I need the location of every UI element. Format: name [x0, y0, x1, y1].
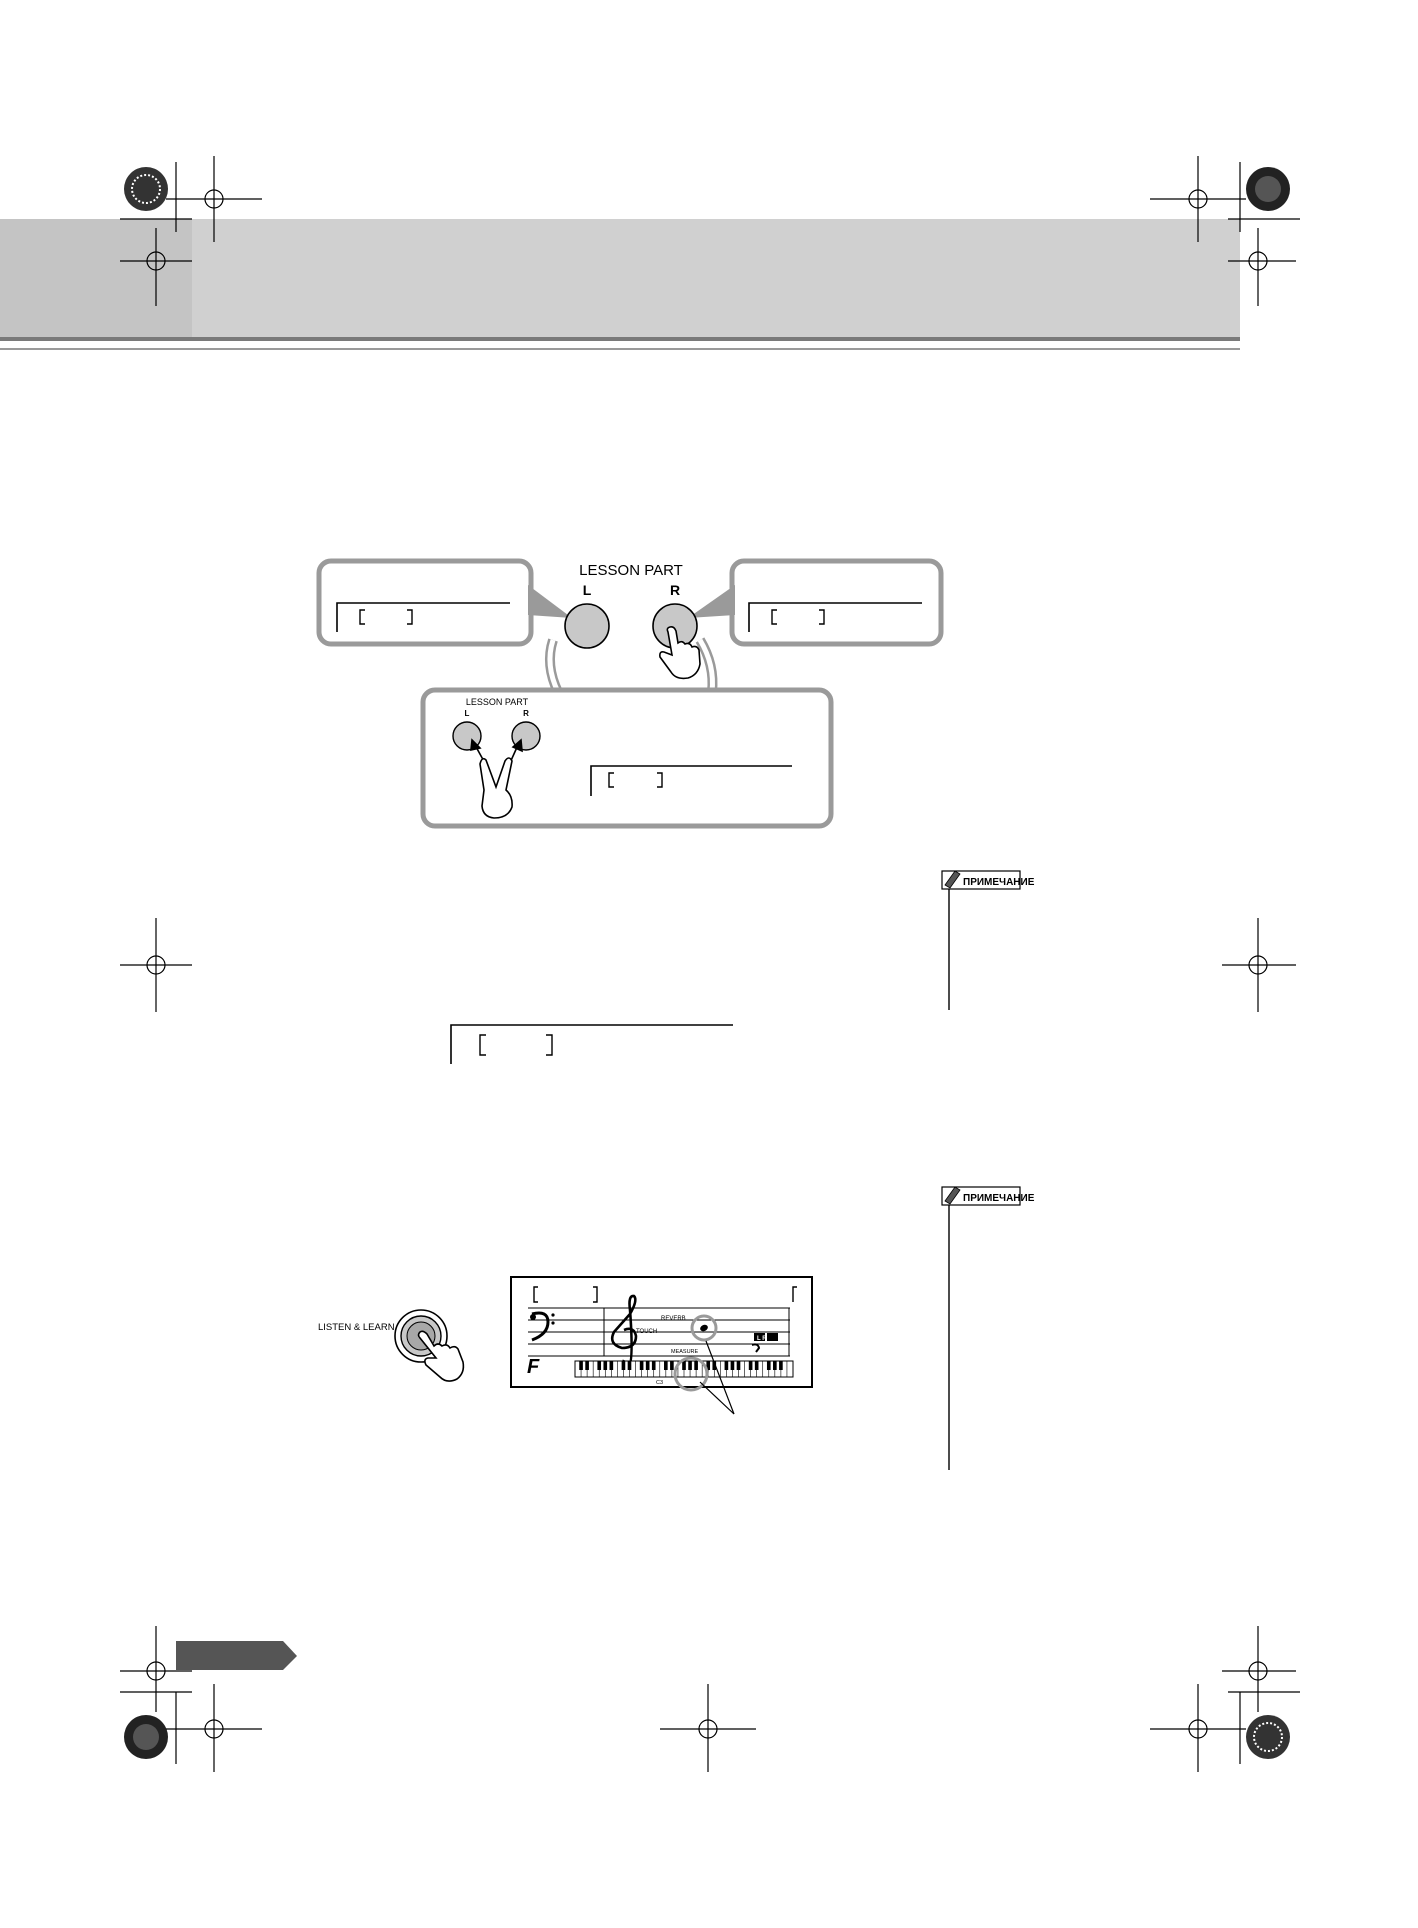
- two-finger-press-icon: [470, 738, 523, 819]
- kb-black-key: [682, 1361, 686, 1370]
- lcd-display: REVERB TOUCH MEASURE L R F C3: [510, 1276, 813, 1392]
- kb-black-key: [609, 1361, 614, 1370]
- kb-black-key: [670, 1361, 674, 1370]
- lcd-f-symbol: F: [527, 1356, 540, 1378]
- finger-press-icon: [659, 626, 701, 680]
- left-small-label: L: [465, 709, 470, 718]
- bass-clef-icon: [530, 1311, 555, 1342]
- lcd-keyboard: [574, 1360, 794, 1378]
- lesson-part-diagram: LESSON PART L R LESSON PART L R: [316, 558, 944, 829]
- kb-black-key: [579, 1361, 583, 1370]
- right-part-label: R: [670, 582, 680, 598]
- kb-black-key: [597, 1361, 602, 1370]
- note-label-1: ПРИМЕЧАНИЕ: [963, 877, 1035, 888]
- kb-black-key: [706, 1361, 711, 1370]
- kb-black-key: [603, 1361, 608, 1370]
- listen-learn-group: LISTEN & LEARN: [318, 1309, 465, 1382]
- kb-black-key: [766, 1361, 771, 1370]
- kb-black-key: [627, 1361, 632, 1370]
- note-badge-1: ПРИМЕЧАНИЕ: [941, 870, 1035, 1010]
- kb-black-key: [724, 1361, 729, 1370]
- kb-black-key: [645, 1361, 650, 1370]
- header-band: [0, 219, 1240, 350]
- note-badge-2: ПРИМЕЧАНИЕ: [941, 1186, 1035, 1470]
- kb-black-key: [651, 1361, 656, 1370]
- kb-black-key: [585, 1361, 589, 1370]
- lesson-part-small-label: LESSON PART: [466, 697, 529, 707]
- pencil-note-icon: [944, 1186, 961, 1205]
- lesson-part-label: LESSON PART: [579, 562, 683, 579]
- display-placeholder: [450, 1024, 733, 1064]
- staff-lines: [528, 1307, 790, 1357]
- lesson-left-button[interactable]: [564, 603, 610, 649]
- lcd-measure: MEASURE: [671, 1349, 699, 1355]
- kb-black-key: [664, 1361, 668, 1370]
- note-label-2: ПРИМЕЧАНИЕ: [963, 1193, 1035, 1204]
- kb-black-key: [712, 1361, 717, 1370]
- kb-black-key: [779, 1361, 783, 1370]
- left-part-label: L: [583, 582, 592, 598]
- kb-black-key: [688, 1361, 692, 1370]
- kb-black-key: [773, 1361, 777, 1370]
- listen-learn-label: LISTEN & LEARN: [318, 1322, 395, 1333]
- pencil-note-icon: [944, 870, 961, 889]
- pointer-lines: [699, 1340, 735, 1415]
- lcd-lr: L R: [757, 1336, 767, 1342]
- kb-black-key: [730, 1361, 735, 1370]
- lcd-touch: TOUCH: [636, 1329, 657, 1335]
- page-tab: [176, 1641, 297, 1670]
- registration-mark: [124, 167, 1290, 1759]
- lcd-c3: C3: [656, 1380, 663, 1386]
- kb-black-key: [694, 1361, 698, 1370]
- kb-black-key: [621, 1361, 626, 1370]
- kb-black-key: [639, 1361, 644, 1370]
- kb-black-key: [736, 1361, 741, 1370]
- crosshair-mark: [120, 156, 1296, 1772]
- right-small-label: R: [523, 709, 529, 718]
- finger-press-icon: [417, 1330, 465, 1382]
- crop-marks: [120, 162, 1300, 1764]
- kb-black-key: [754, 1361, 759, 1370]
- kb-black-key: [748, 1361, 753, 1370]
- lcd-reverb: REVERB: [661, 1316, 686, 1322]
